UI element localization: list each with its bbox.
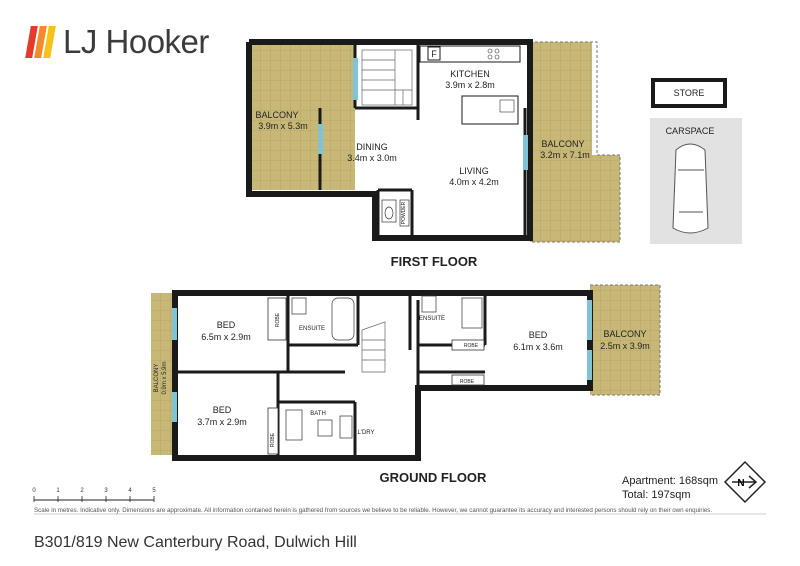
window xyxy=(318,124,323,154)
fridge-label: F xyxy=(431,49,437,59)
window xyxy=(587,350,592,380)
ensuite1-label: ENSUITE xyxy=(299,326,325,332)
robe-label: ROBE xyxy=(275,312,281,327)
robe-label: ROBE xyxy=(270,432,276,447)
scale-bar: 0 1 2 3 4 5 xyxy=(32,488,156,502)
property-address: B301/819 New Canterbury Road, Dulwich Hi… xyxy=(34,534,357,551)
bath-label: BATH xyxy=(310,411,326,417)
window xyxy=(172,308,177,340)
dining-size: 3.4m x 3.0m xyxy=(347,153,397,163)
wet-area-fixtures xyxy=(285,295,483,441)
window xyxy=(353,58,358,100)
ground-stairs xyxy=(361,321,386,373)
scale-tick-3: 3 xyxy=(104,488,108,494)
total-area: Total: 197sqm xyxy=(622,489,691,501)
ground-balcony-left xyxy=(151,293,175,455)
ground-floor-label: GROUND FLOOR xyxy=(380,470,487,485)
scale-tick-5: 5 xyxy=(152,488,156,494)
brand-logo: LJ Hooker xyxy=(25,23,209,60)
first-floor-label: FIRST FLOOR xyxy=(391,254,478,269)
bed3-size: 6.1m x 3.6m xyxy=(513,342,563,352)
powder-fixtures xyxy=(381,199,410,227)
living-name: LIVING xyxy=(459,166,489,176)
bed1-size: 6.5m x 2.9m xyxy=(201,332,251,342)
balcony-rail xyxy=(530,41,621,243)
store-box xyxy=(651,78,727,108)
balcony-right-name: BALCONY xyxy=(541,139,584,149)
balcony-right-size: 3.2m x 7.1m xyxy=(540,150,590,160)
apartment-area: Apartment: 168sqm xyxy=(622,475,718,487)
ground-balcony-right xyxy=(590,285,660,395)
kitchen-size: 3.9m x 2.8m xyxy=(445,80,495,90)
ground-balcony-left-size: 0.9m x 5.9m xyxy=(162,361,168,394)
bed1-name: BED xyxy=(217,320,236,330)
balcony-left-name: BALCONY xyxy=(255,110,298,120)
balcony-left-size: 3.9m x 5.3m xyxy=(258,121,308,131)
ground-balcony-rail xyxy=(590,284,661,396)
compass-label: N xyxy=(737,478,744,489)
ground-balcony-left-name: BALCONY xyxy=(154,364,160,393)
disclaimer: Scale in metres. Indicative only. Dimens… xyxy=(34,507,713,514)
ground-floor-walls xyxy=(172,290,593,461)
window xyxy=(587,300,592,340)
scale-tick-2: 2 xyxy=(80,488,84,494)
living-size: 4.0m x 4.2m xyxy=(449,177,499,187)
scale-tick-0: 0 xyxy=(32,488,36,494)
bed2-name: BED xyxy=(213,405,232,415)
bed3-name: BED xyxy=(529,330,548,340)
kitchen-name: KITCHEN xyxy=(450,69,490,79)
dining-name: DINING xyxy=(356,142,388,152)
laundry-label: L'DRY xyxy=(357,430,374,436)
car-icon xyxy=(672,143,709,234)
scale-tick-1: 1 xyxy=(56,488,60,494)
carspace-label: CARSPACE xyxy=(666,126,715,136)
ensuite2-label: ENSUITE xyxy=(419,316,445,322)
kitchen-bench xyxy=(419,45,521,125)
bed2-size: 3.7m x 2.9m xyxy=(197,417,247,427)
robe-boxes xyxy=(267,297,485,455)
first-floor-balcony-left xyxy=(249,42,355,190)
ground-balcony-right-size: 2.5m x 3.9m xyxy=(600,341,650,351)
brand-name: LJ Hooker xyxy=(63,23,209,60)
powder-label: POWDER xyxy=(401,201,407,224)
store-label: STORE xyxy=(674,88,705,98)
stairs xyxy=(361,49,413,106)
window xyxy=(172,392,177,422)
window xyxy=(523,135,528,170)
robe-label: ROBE xyxy=(460,379,475,385)
ground-balcony-right-name: BALCONY xyxy=(603,329,646,339)
scale-tick-4: 4 xyxy=(128,488,132,494)
first-floor-balcony-right-ext xyxy=(592,155,620,242)
robe-label: ROBE xyxy=(464,343,479,349)
area-summary: Apartment: 168sqm Total: 197sqm xyxy=(622,474,718,502)
north-compass-icon: N xyxy=(723,460,767,504)
first-floor-balcony-right xyxy=(530,42,592,242)
